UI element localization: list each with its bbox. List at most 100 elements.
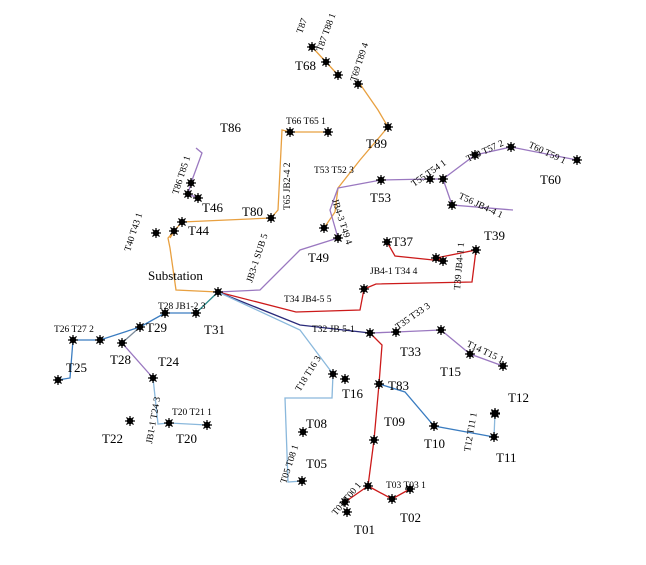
node-label: T39 JB4-1 1 [453, 242, 467, 290]
node-marker[interactable] [125, 416, 135, 426]
node-marker[interactable] [489, 432, 499, 442]
node-marker[interactable] [321, 57, 331, 67]
node-label: T24 [158, 354, 179, 369]
node-marker[interactable] [177, 217, 187, 227]
connection-line [363, 249, 477, 290]
node-marker[interactable] [470, 150, 480, 160]
node-marker[interactable] [117, 338, 127, 348]
node-marker[interactable] [328, 369, 338, 379]
node-marker[interactable] [169, 226, 179, 236]
node-marker[interactable] [53, 375, 63, 385]
node-marker[interactable] [160, 308, 170, 318]
node-label: T87 [295, 17, 310, 35]
connection-line [217, 237, 339, 293]
node-marker[interactable] [68, 335, 78, 345]
node-marker[interactable] [438, 174, 448, 184]
node-marker[interactable] [151, 228, 161, 238]
node-marker[interactable] [319, 223, 329, 233]
node-label: T40 T43 1 [123, 212, 145, 253]
node-label: T25 [66, 360, 87, 375]
node-marker[interactable] [369, 435, 379, 445]
node-marker[interactable] [95, 335, 105, 345]
node-label: T16 [342, 386, 363, 401]
node-marker[interactable] [323, 127, 333, 137]
node-label: T20 [176, 431, 197, 446]
node-marker[interactable] [498, 361, 508, 371]
node-marker[interactable] [148, 373, 158, 383]
node-label: T86 [220, 120, 241, 135]
node-label: T28 [110, 352, 131, 367]
node-marker[interactable] [191, 308, 201, 318]
node-marker[interactable] [285, 127, 295, 137]
node-marker[interactable] [429, 421, 439, 431]
connection-line [217, 291, 334, 375]
node-label: T60 [540, 172, 561, 187]
node-marker[interactable] [425, 174, 435, 184]
node-marker[interactable] [431, 253, 441, 263]
connection-line [121, 342, 154, 379]
node-marker[interactable] [297, 476, 307, 486]
node-marker[interactable] [359, 284, 369, 294]
node-label: JB4-1 T34 4 [370, 267, 418, 277]
node-marker[interactable] [447, 200, 457, 210]
node-marker[interactable] [365, 328, 375, 338]
node-marker[interactable] [387, 494, 397, 504]
node-marker[interactable] [307, 42, 317, 52]
node-marker[interactable] [186, 178, 196, 188]
node-marker[interactable] [436, 325, 446, 335]
node-label: T31 [204, 322, 225, 337]
node-label: T10 [424, 436, 445, 451]
node-marker[interactable] [298, 427, 308, 437]
connection-line [386, 241, 444, 262]
node-marker[interactable] [471, 245, 481, 255]
connection-line [181, 217, 272, 223]
connection-line [190, 147, 203, 184]
node-label: T32 JB 5-1 [312, 325, 355, 335]
node-label: T60 T59 1 [527, 141, 568, 167]
node-marker[interactable] [572, 155, 582, 165]
node-marker[interactable] [213, 287, 223, 297]
node-marker[interactable] [333, 70, 343, 80]
node-marker[interactable] [490, 409, 500, 419]
node-marker[interactable] [383, 122, 393, 132]
node-marker[interactable] [376, 175, 386, 185]
node-marker[interactable] [374, 379, 384, 389]
node-marker[interactable] [353, 79, 363, 89]
node-marker[interactable] [405, 484, 415, 494]
node-label: T37 [392, 234, 413, 249]
connection-line [378, 383, 495, 438]
node-marker[interactable] [340, 497, 350, 507]
connection-line [195, 291, 219, 314]
node-label: T87 T88 1 [315, 12, 338, 53]
node-label: T09 [384, 414, 405, 429]
node-marker[interactable] [193, 193, 203, 203]
node-marker[interactable] [342, 507, 352, 517]
node-label: T33 [400, 344, 421, 359]
connection-line [217, 288, 365, 313]
node-marker[interactable] [382, 237, 392, 247]
node-label: T55 T54 1 [410, 158, 449, 189]
node-label: T83 [388, 378, 409, 393]
node-marker[interactable] [465, 349, 475, 359]
node-marker[interactable] [135, 322, 145, 332]
connection-line [337, 179, 382, 189]
node-marker[interactable] [164, 418, 174, 428]
node-marker[interactable] [391, 327, 401, 337]
node-label: T68 [295, 58, 316, 73]
node-marker[interactable] [340, 374, 350, 384]
node-marker[interactable] [202, 420, 212, 430]
edges-layer [57, 46, 578, 503]
node-label: T86 T85 1 [171, 155, 193, 196]
connection-line [359, 83, 389, 128]
node-label: T05 T08 1 [279, 444, 301, 485]
node-marker[interactable] [506, 142, 516, 152]
node-marker[interactable] [438, 256, 448, 266]
node-marker[interactable] [333, 233, 343, 243]
node-marker[interactable] [183, 189, 193, 199]
node-label: T89 [366, 136, 387, 151]
node-marker[interactable] [363, 481, 373, 491]
node-marker[interactable] [266, 213, 276, 223]
node-label: T08 [306, 416, 327, 431]
node-label: T03 T03 1 [386, 481, 426, 491]
